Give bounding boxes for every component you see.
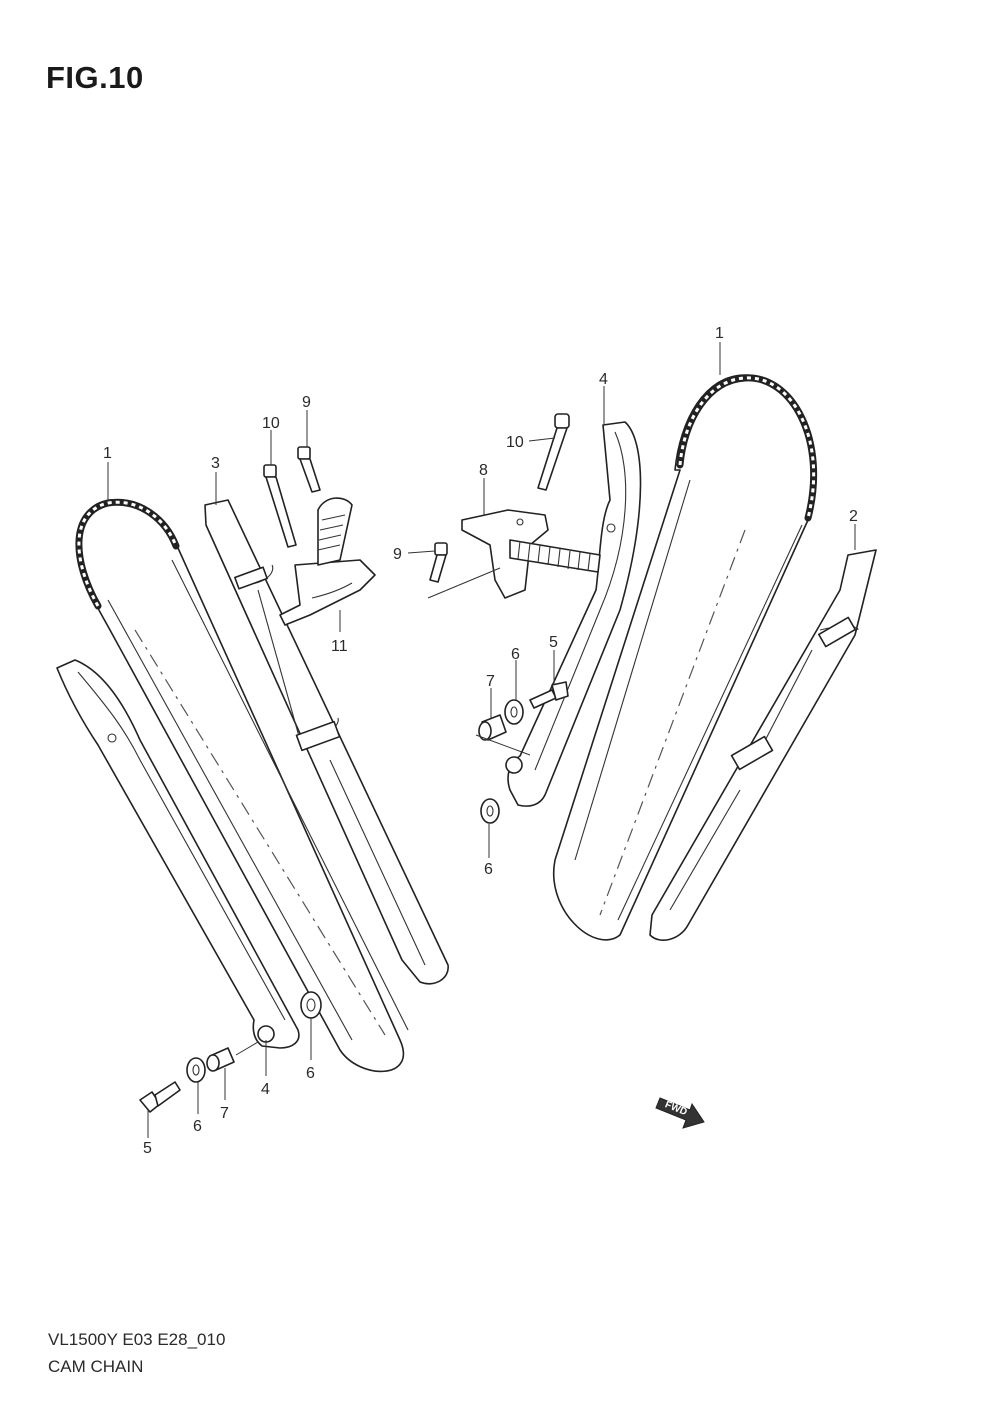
rear-tensioner-lever[interactable]	[56, 659, 300, 1049]
front-chain-guide[interactable]	[649, 549, 877, 941]
rear-adjuster-bolt[interactable]	[297, 446, 321, 493]
callout-front-washer-a: 6	[511, 646, 520, 663]
callout-rear-adjuster: 11	[331, 638, 348, 655]
callout-rear-bolt: 5	[143, 1140, 152, 1157]
callout-rear-tensioner-lever: 4	[261, 1081, 270, 1098]
callout-rear-chain: 1	[103, 445, 112, 462]
callout-front-bolt: 5	[549, 634, 558, 651]
callout-rear-adjuster-bolt: 9	[302, 394, 311, 411]
front-adjuster-bolt[interactable]	[429, 542, 448, 583]
callout-front-guide: 2	[849, 508, 858, 525]
figure-title: FIG.10	[46, 60, 144, 95]
callout-front-adjuster-bolt: 9	[393, 546, 402, 563]
rear-tensioner-adjuster[interactable]	[279, 497, 376, 626]
rear-long-bolt[interactable]	[263, 464, 297, 548]
figure-name: CAM CHAIN	[48, 1357, 144, 1376]
rear-pivot-bolt[interactable]	[139, 1081, 181, 1113]
front-cam-chain[interactable]	[552, 374, 818, 941]
front-spacer[interactable]	[478, 714, 507, 741]
front-tensioner-lever[interactable]	[505, 421, 642, 807]
model-code: VL1500Y E03 E28_010	[48, 1330, 226, 1349]
front-long-bolt[interactable]	[537, 413, 570, 491]
callout-front-washer-b: 6	[484, 861, 493, 878]
rear-washer-b[interactable]	[300, 991, 322, 1019]
callout-front-long-bolt: 10	[506, 434, 524, 451]
callout-front-chain: 1	[715, 325, 724, 342]
front-washer-a[interactable]	[504, 699, 524, 725]
callout-rear-long-bolt: 10	[262, 415, 280, 432]
rear-cam-chain[interactable]	[75, 498, 409, 1073]
callout-rear-washer-a: 6	[193, 1118, 202, 1135]
rear-washer-a[interactable]	[186, 1057, 206, 1083]
front-washer-b[interactable]	[480, 798, 500, 824]
callout-front-spacer: 7	[486, 673, 495, 690]
front-pivot-bolt[interactable]	[529, 681, 569, 709]
front-tensioner-adjuster[interactable]	[461, 509, 601, 599]
rear-spacer[interactable]	[206, 1047, 235, 1072]
callout-rear-guide: 3	[211, 455, 220, 472]
forward-arrow-icon: FWD	[655, 1097, 705, 1129]
callout-rear-washer-b: 6	[306, 1065, 315, 1082]
rear-chain-guide[interactable]	[204, 499, 449, 985]
callout-front-tensioner-lever: 4	[599, 371, 608, 388]
callout-rear-spacer: 7	[220, 1105, 229, 1122]
leader-lines	[107, 342, 856, 1138]
callout-front-adjuster: 8	[479, 462, 488, 479]
